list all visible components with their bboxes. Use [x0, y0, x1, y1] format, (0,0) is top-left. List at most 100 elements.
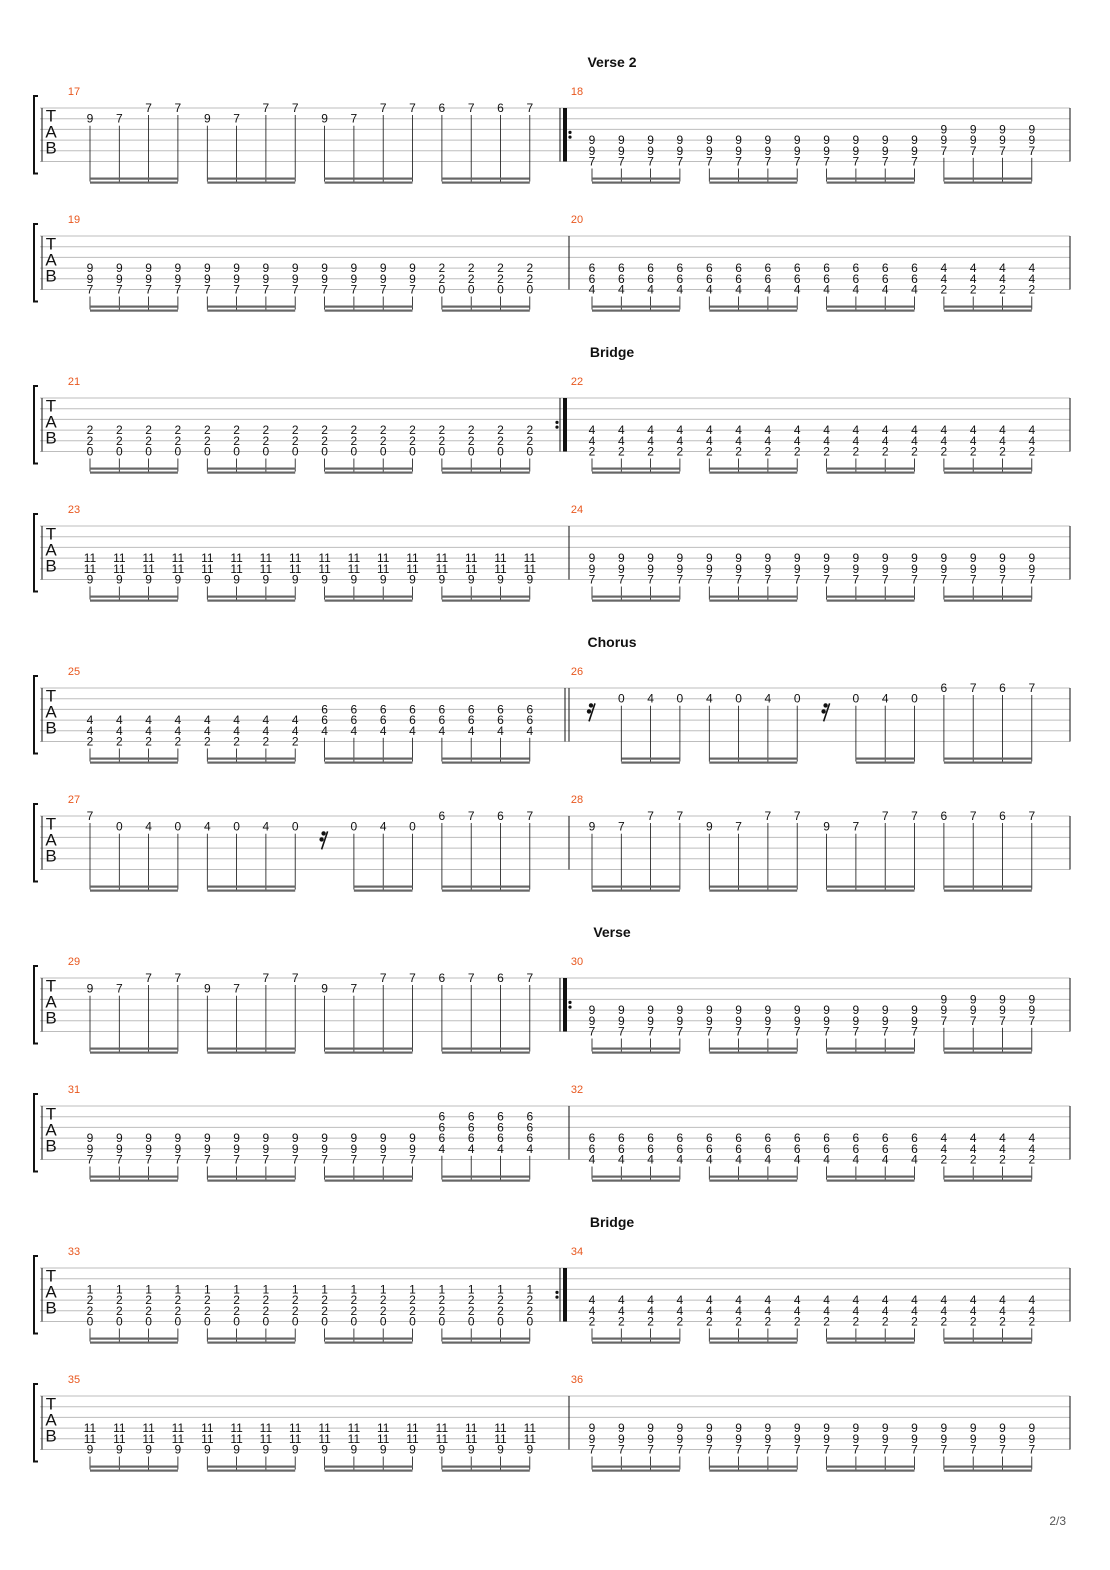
fret-number: 2	[439, 1293, 446, 1307]
fret-number: 7	[706, 1025, 713, 1039]
fret-number: 9	[116, 272, 123, 286]
beam	[207, 1047, 296, 1050]
fret-number: 11	[113, 551, 126, 565]
beam	[441, 1469, 530, 1472]
fret-number: 6	[439, 1110, 446, 1124]
fret-number: 4	[647, 283, 654, 297]
fret-number: 6	[526, 1131, 533, 1145]
fret-number: 4	[999, 1293, 1006, 1307]
tab-letter: B	[45, 267, 56, 286]
beam	[90, 177, 178, 180]
fret-number: 2	[204, 434, 211, 448]
measure-number: 35	[68, 1374, 80, 1386]
fret-number: 11	[260, 1421, 273, 1435]
beam	[90, 889, 178, 892]
fret-number: 11	[377, 551, 390, 565]
fret-number: 4	[145, 820, 152, 834]
fret-number: 4	[204, 820, 211, 834]
fret-number: 0	[263, 445, 270, 459]
fret-number: 4	[233, 724, 240, 738]
fret-number: 2	[1028, 1153, 1035, 1167]
repeat-dot	[568, 130, 572, 134]
fret-number: 2	[263, 1304, 270, 1318]
fret-number: 7	[87, 809, 94, 823]
fret-number: 2	[321, 434, 328, 448]
beam	[709, 1341, 798, 1344]
fret-number: 1	[439, 1282, 446, 1296]
fret-number: 6	[823, 261, 830, 275]
beam	[709, 595, 798, 598]
tab-letter: B	[45, 139, 56, 158]
fret-number: 11	[406, 1421, 419, 1435]
fret-number: 9	[175, 261, 182, 275]
fret-number: 7	[1028, 809, 1035, 823]
fret-number: 7	[823, 155, 830, 169]
fret-number: 6	[706, 1142, 713, 1156]
beam	[943, 1175, 1032, 1178]
fret-number: 9	[175, 1443, 182, 1457]
fret-number: 7	[999, 573, 1006, 587]
fret-number: 9	[853, 133, 860, 147]
fret-number: 4	[589, 1293, 596, 1307]
fret-number: 7	[175, 971, 182, 985]
fret-number: 9	[87, 261, 94, 275]
fret-number: 6	[647, 272, 654, 286]
beam	[826, 1051, 915, 1054]
fret-number: 9	[999, 1003, 1006, 1017]
fret-number: 1	[87, 1282, 94, 1296]
fret-number: 4	[970, 434, 977, 448]
fret-number: 9	[292, 261, 299, 275]
fret-number: 4	[677, 283, 684, 297]
fret-number: 7	[882, 1443, 889, 1457]
fret-number: 0	[409, 1315, 416, 1329]
measure-number: 36	[571, 1374, 583, 1386]
fret-number: 4	[941, 1304, 948, 1318]
fret-number: 9	[941, 551, 948, 565]
fret-number: 9	[618, 551, 625, 565]
fret-number: 7	[911, 573, 918, 587]
fret-number: 4	[999, 434, 1006, 448]
fret-number: 4	[911, 283, 918, 297]
beam	[826, 595, 915, 598]
fret-number: 9	[497, 1443, 504, 1457]
fret-number: 7	[765, 809, 772, 823]
fret-number: 4	[853, 1293, 860, 1307]
repeat-dot	[555, 420, 559, 424]
rest-symbol	[320, 831, 329, 850]
fret-number: 9	[321, 1131, 328, 1145]
fret-number: 2	[970, 1153, 977, 1167]
fret-number: 9	[765, 133, 772, 147]
fret-number: 4	[999, 423, 1006, 437]
fret-number: 9	[468, 573, 475, 587]
fret-number: 2	[116, 1293, 123, 1307]
beam	[592, 1469, 680, 1472]
fret-number: 11	[318, 1432, 331, 1446]
fret-number: 7	[292, 283, 299, 297]
fret-number: 4	[794, 283, 801, 297]
beam	[90, 471, 178, 474]
fret-number: 7	[765, 1025, 772, 1039]
fret-number: 9	[794, 562, 801, 576]
fret-number: 9	[941, 992, 948, 1006]
fret-number: 9	[765, 1014, 772, 1028]
fret-number: 4	[677, 1304, 684, 1318]
beam	[353, 889, 413, 892]
fret-number: 9	[999, 1421, 1006, 1435]
fret-number: 9	[204, 1131, 211, 1145]
fret-number: 7	[263, 971, 270, 985]
fret-number: 2	[823, 1315, 830, 1329]
fret-number: 9	[589, 562, 596, 576]
fret-number: 6	[911, 1142, 918, 1156]
beam	[943, 1179, 1032, 1182]
beam	[709, 309, 798, 312]
tab-letter: T	[46, 525, 56, 544]
fret-number: 2	[439, 434, 446, 448]
beam	[592, 1341, 680, 1344]
fret-number: 0	[618, 692, 625, 706]
fret-number: 4	[882, 434, 889, 448]
fret-number: 2	[882, 445, 889, 459]
fret-number: 2	[526, 1293, 533, 1307]
fret-number: 11	[318, 551, 331, 565]
fret-number: 9	[794, 144, 801, 158]
beam	[592, 1465, 680, 1468]
